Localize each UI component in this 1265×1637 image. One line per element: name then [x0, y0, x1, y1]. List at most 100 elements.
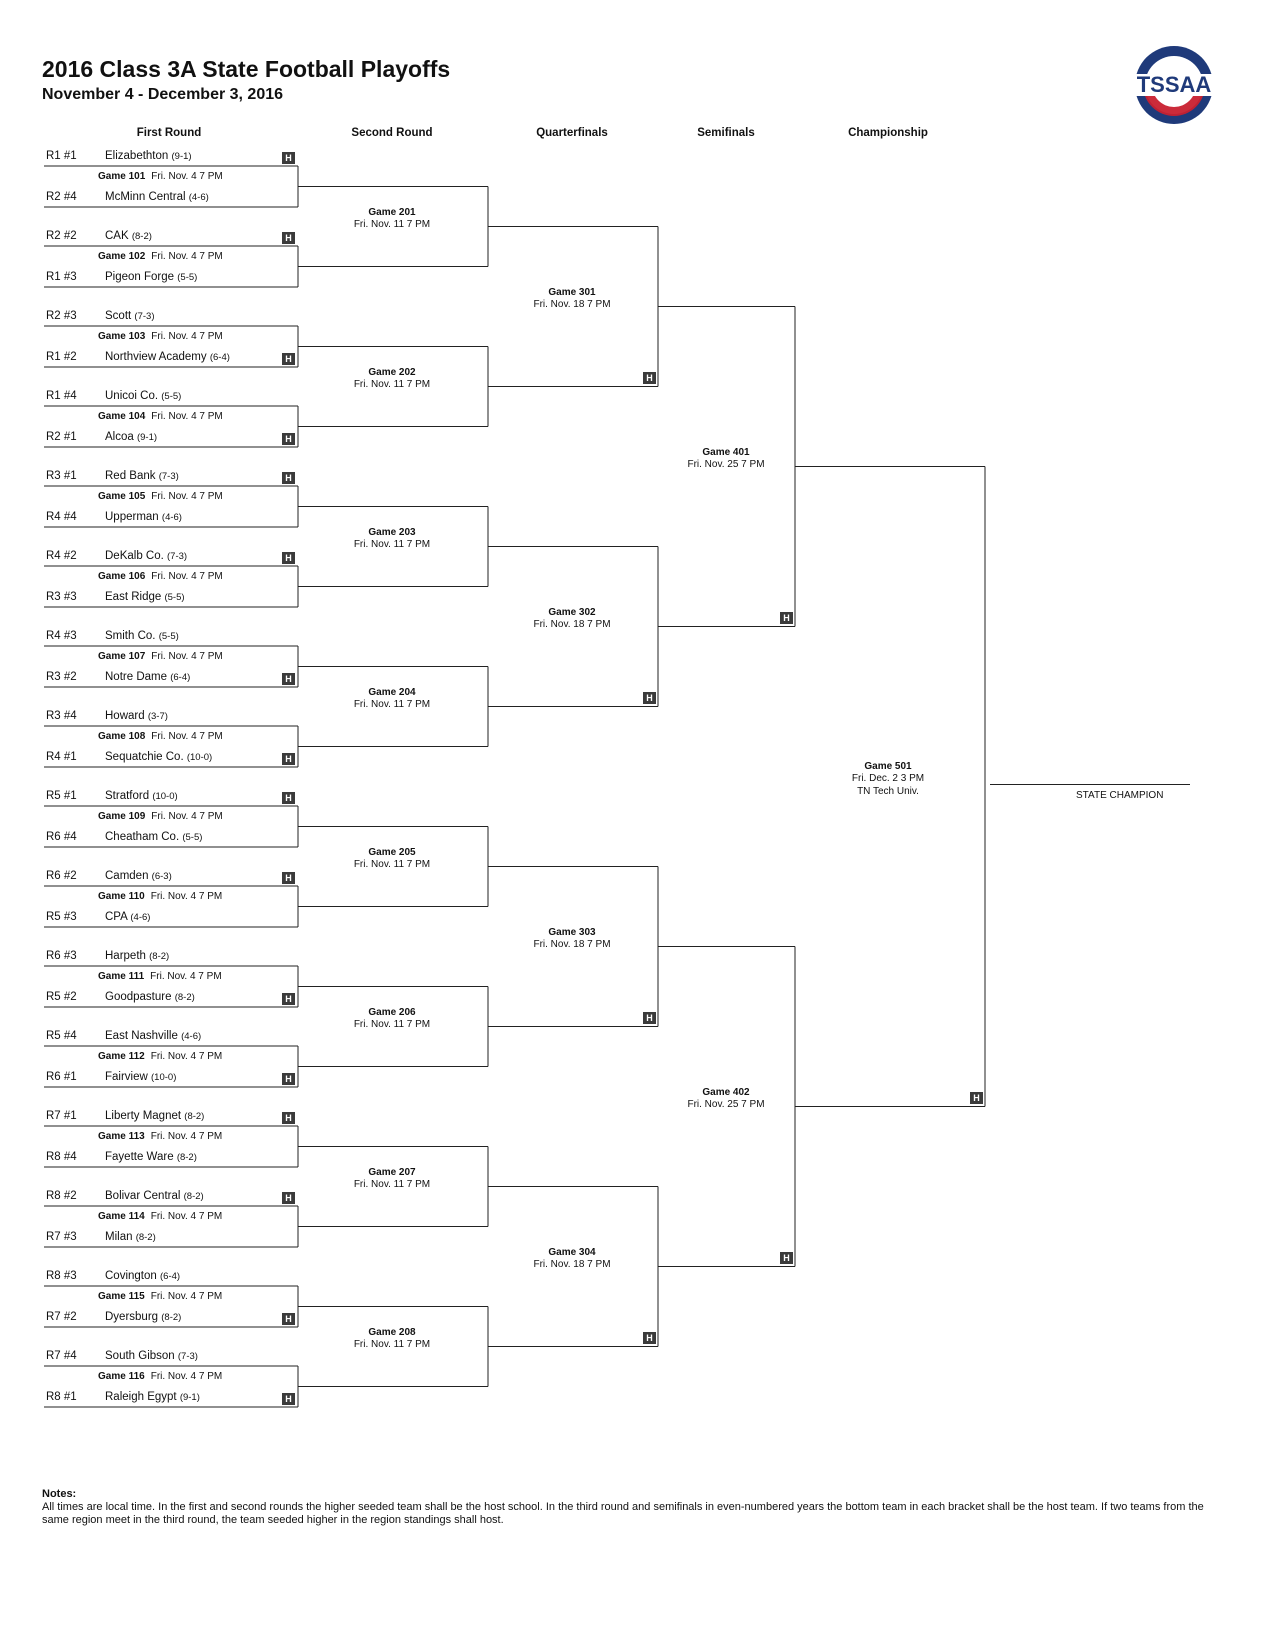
team-record: (8-2): [131, 231, 152, 242]
team-name: Fayette Ware (8-2): [105, 1151, 197, 1163]
team-seed: R2 #2: [46, 230, 77, 242]
game-number: Game 304: [548, 1246, 596, 1258]
game-number: Game 109: [98, 811, 146, 822]
round-header: First Round: [136, 127, 202, 139]
game-number: Game 114: [98, 1211, 145, 1222]
team-name: East Ridge (5-5): [105, 591, 185, 603]
team-label: McMinn Central: [105, 191, 186, 203]
round-header: Quarterfinals: [536, 127, 608, 139]
game-number: Game 402: [702, 1086, 750, 1098]
team-label: Milan: [105, 1231, 133, 1243]
team-seed: R1 #2: [46, 351, 77, 363]
team-name: Camden (6-3): [105, 870, 172, 882]
game-time: Fri. Nov. 4 7 PM: [151, 571, 223, 582]
team-name: Smith Co. (5-5): [105, 630, 179, 642]
host-badge: H: [282, 472, 295, 484]
game-number: Game 301: [548, 286, 596, 298]
game-number: Game 206: [368, 1006, 416, 1018]
team-seed: R1 #4: [46, 390, 77, 402]
team-name: Bolivar Central (8-2): [105, 1190, 204, 1202]
team-seed: R4 #4: [46, 511, 77, 523]
team-seed: R3 #4: [46, 710, 77, 722]
tssaa-logo: TSSAA: [1130, 46, 1218, 124]
team-label: CAK: [105, 230, 129, 242]
team-record: (8-2): [174, 992, 195, 1003]
game-time: Fri. Nov. 25 7 PM: [687, 459, 765, 470]
team-seed: R3 #3: [46, 591, 77, 603]
team-record: (4-6): [161, 512, 182, 523]
team-label: Scott: [105, 310, 132, 322]
host-badge: H: [282, 1313, 295, 1325]
team-name: Covington (6-4): [105, 1270, 180, 1282]
game-number: Game 302: [548, 606, 596, 618]
game-time: Fri. Nov. 18 7 PM: [533, 619, 611, 630]
team-label: Fayette Ware: [105, 1151, 174, 1163]
game-time: Fri. Nov. 4 7 PM: [150, 1371, 223, 1382]
game-number: Game 201: [368, 206, 416, 218]
team-seed: R5 #4: [46, 1030, 77, 1042]
team-record: (10-0): [152, 791, 178, 802]
notes-heading: Notes:: [42, 1488, 77, 1500]
game-time: Fri. Nov. 4 7 PM: [151, 331, 223, 342]
game-time: Fri. Nov. 11 7 PM: [353, 699, 431, 710]
game-time: Fri. Nov. 18 7 PM: [533, 299, 611, 310]
game-time: Fri. Nov. 11 7 PM: [353, 1019, 431, 1030]
team-seed: R5 #3: [46, 911, 77, 923]
championship-game: Game 501: [864, 760, 912, 772]
team-name: Northview Academy (6-4): [105, 351, 230, 363]
game-number: Game 208: [368, 1326, 416, 1338]
game-time: Fri. Nov. 4 7 PM: [151, 411, 223, 422]
team-record: (8-2): [135, 1232, 156, 1243]
team-record: (9-1): [171, 151, 192, 162]
host-badge: H: [643, 1011, 656, 1024]
host-badge: H: [282, 1192, 295, 1204]
team-record: (5-5): [161, 391, 182, 402]
team-name: Pigeon Forge (5-5): [105, 271, 197, 283]
team-label: Harpeth: [105, 950, 146, 962]
notes-text: All times are local time. In the first a…: [42, 1501, 1204, 1526]
team-record: (9-1): [179, 1392, 200, 1403]
host-badge: H: [282, 1073, 295, 1085]
host-badge: H: [643, 1331, 656, 1344]
team-label: Goodpasture: [105, 991, 172, 1003]
team-name: CAK (8-2): [105, 230, 152, 242]
game-number: Game 107: [98, 651, 146, 662]
team-name: Stratford (10-0): [105, 790, 178, 802]
game-number: Game 106: [98, 571, 146, 582]
team-name: Unicoi Co. (5-5): [105, 390, 181, 402]
team-record: (7-3): [177, 1351, 198, 1362]
host-badge: H: [643, 691, 656, 704]
game-time: Fri. Nov. 4 7 PM: [150, 1051, 223, 1062]
team-record: (8-2): [176, 1152, 197, 1163]
team-record: (9-1): [136, 432, 158, 443]
team-name: Dyersburg (8-2): [105, 1311, 181, 1323]
game-number: Game 205: [368, 846, 416, 858]
team-seed: R4 #2: [46, 550, 77, 562]
team-record: (6-3): [151, 871, 172, 882]
game-time: Fri. Nov. 11 7 PM: [353, 1339, 431, 1350]
team-seed: R2 #1: [46, 431, 77, 443]
team-label: Cheatham Co.: [105, 831, 180, 843]
team-name: Fairview (10-0): [105, 1071, 176, 1083]
team-name: Elizabethton (9-1): [105, 150, 192, 162]
game-time: Fri. Nov. 11 7 PM: [353, 539, 431, 550]
round-header: Championship: [848, 127, 928, 139]
team-label: Northview Academy: [105, 351, 207, 363]
team-record: (6-4): [209, 352, 230, 363]
game-number: Game 202: [368, 366, 416, 378]
host-badge: H: [282, 872, 295, 884]
team-seed: R8 #3: [46, 1270, 77, 1282]
team-seed: R2 #3: [46, 310, 77, 322]
